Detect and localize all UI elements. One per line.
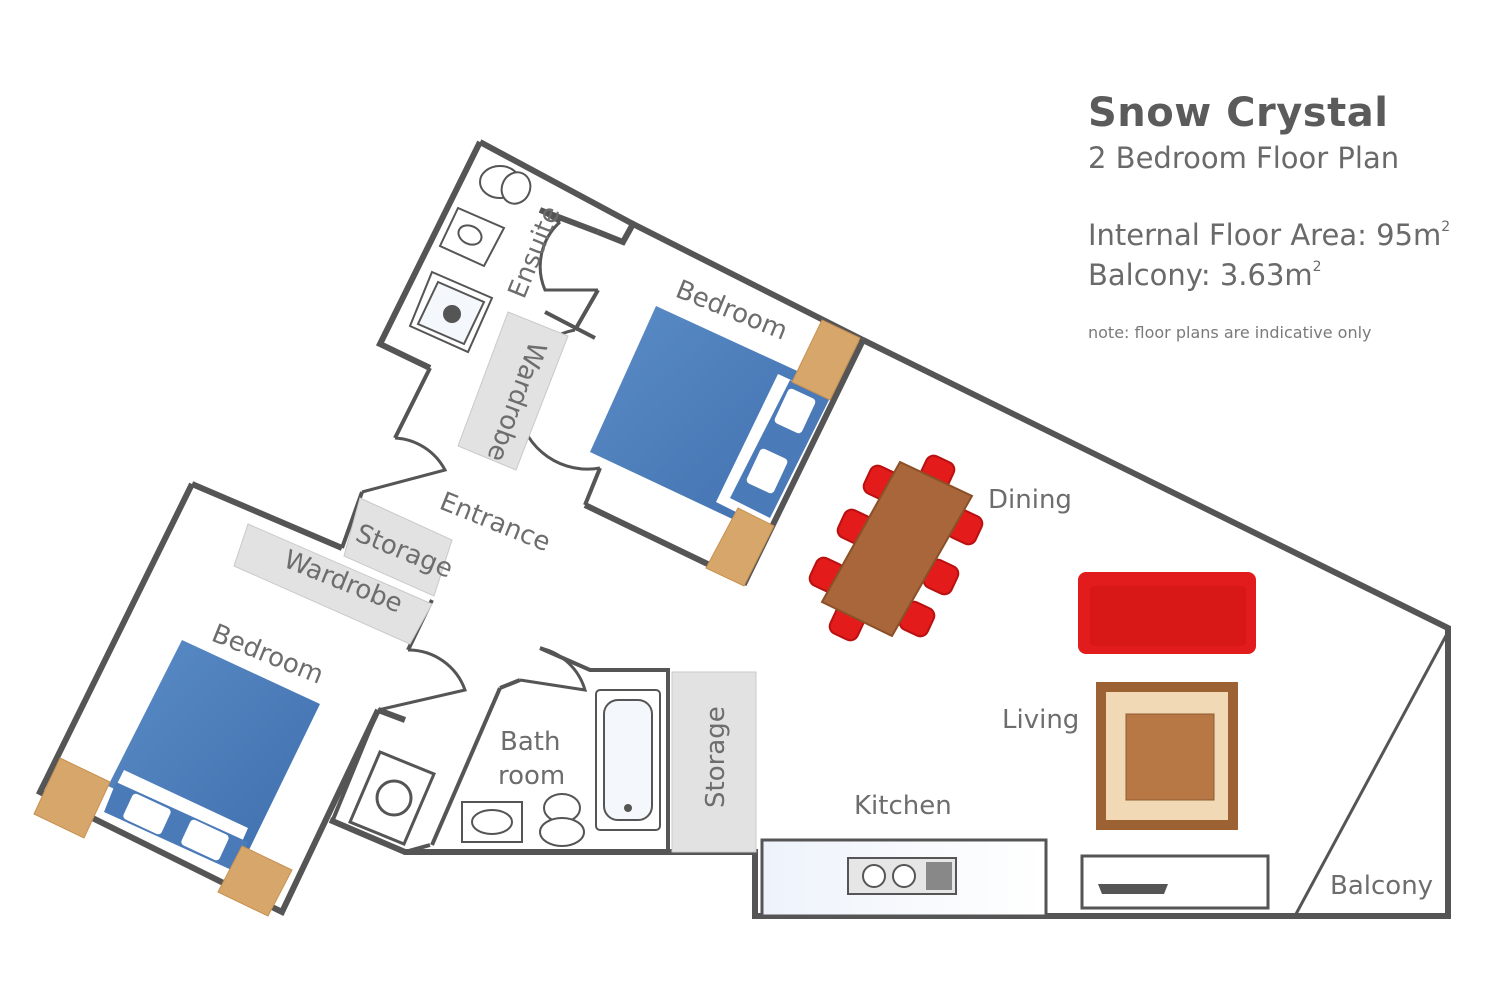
- room-label-living: Living: [1002, 705, 1079, 735]
- room-label-entrance: Entrance: [435, 487, 554, 558]
- room-label-ensuite: Ensuite: [503, 202, 567, 303]
- room-label-dining: Dining: [988, 485, 1072, 515]
- bedroom-2-furniture: [33, 640, 320, 917]
- title-block: Snow Crystal 2 Bedroom Floor Plan Intern…: [1088, 88, 1450, 342]
- tv-unit: [1080, 854, 1270, 910]
- room-label-storage-2: Storage: [701, 706, 731, 808]
- internal-area: Internal Floor Area: 95m2: [1088, 215, 1450, 255]
- balcony-divider: [1294, 631, 1450, 915]
- internal-area-label: Internal Floor Area: 95m: [1088, 218, 1442, 252]
- ensuite-fixtures: [408, 165, 532, 354]
- balcony-area-sup: 2: [1312, 259, 1322, 275]
- bathroom-fixtures: [348, 689, 661, 847]
- inner-walls: [330, 208, 670, 854]
- plan-title: Snow Crystal: [1088, 90, 1389, 136]
- storage-blocks: [233, 311, 757, 853]
- dining-set: [808, 454, 984, 642]
- room-label-kitchen: Kitchen: [854, 791, 952, 821]
- plan-note: note: floor plans are indicative only: [1088, 323, 1372, 342]
- balcony-area: Balcony: 3.63m2: [1088, 255, 1450, 295]
- internal-area-sup: 2: [1441, 219, 1451, 235]
- room-label-balcony: Balcony: [1330, 871, 1433, 901]
- bedroom-1-furniture: [590, 306, 861, 587]
- living-rug: [1096, 682, 1238, 830]
- plan-subtitle: 2 Bedroom Floor Plan: [1088, 141, 1400, 175]
- room-label-bath-line1: Bath: [500, 727, 560, 757]
- room-label-bath-line2: room: [498, 761, 565, 791]
- balcony-area-label: Balcony: 3.63m: [1088, 258, 1313, 292]
- door-swings: [361, 220, 601, 712]
- sofa: [1078, 572, 1256, 654]
- kitchen-bench: [760, 838, 1048, 918]
